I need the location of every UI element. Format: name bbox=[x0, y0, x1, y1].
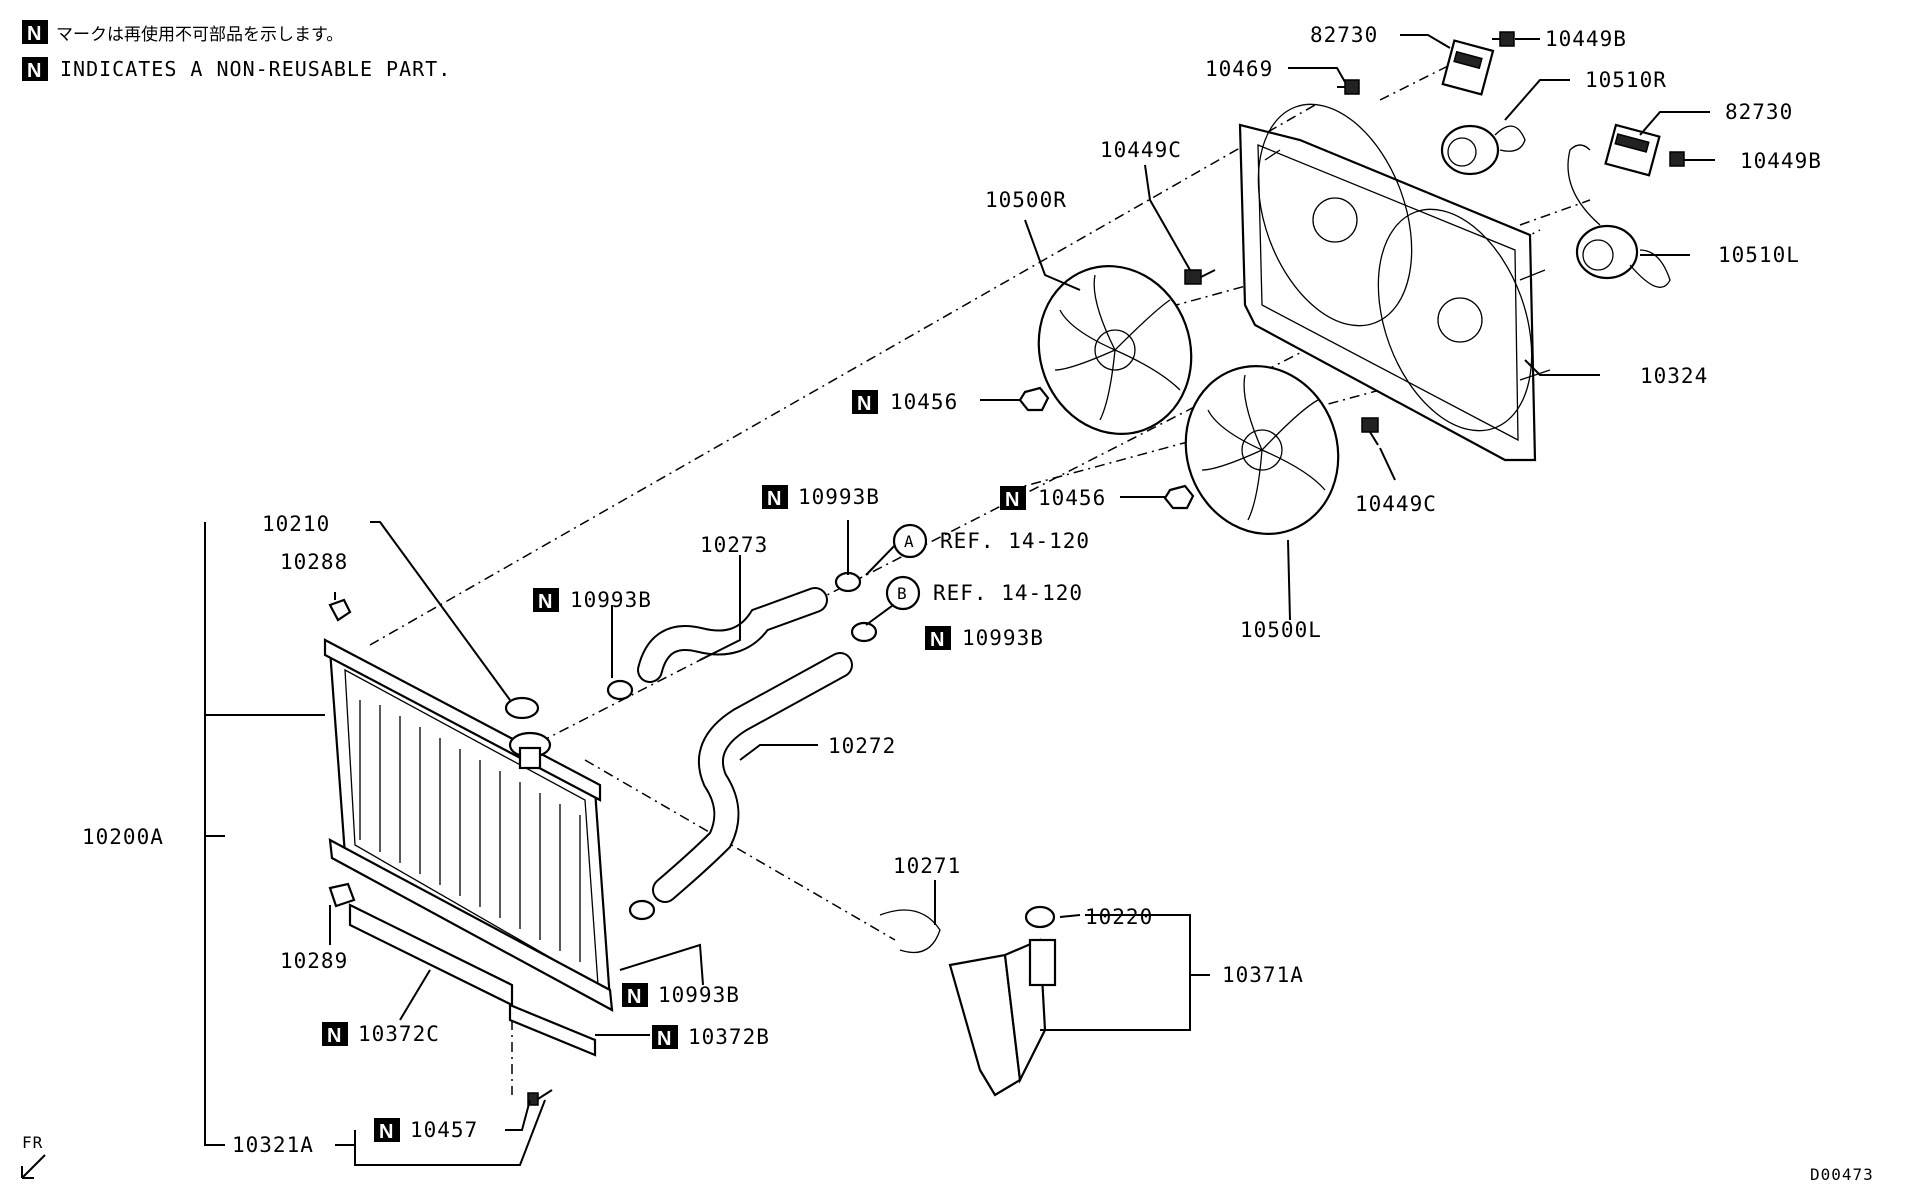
label-10324: 10324 bbox=[1640, 364, 1708, 388]
non-reusable-badge-icon bbox=[925, 626, 951, 650]
bolt-10449C-bottom bbox=[1361, 417, 1379, 446]
label-10288: 10288 bbox=[280, 550, 348, 574]
diagram-code: D00473 bbox=[1810, 1165, 1874, 1184]
reference-B-text: REF. 14-120 bbox=[933, 581, 1083, 605]
seal-10372B bbox=[508, 1003, 597, 1057]
radiator-cap-10210 bbox=[504, 696, 540, 720]
front-direction-marker: FR bbox=[21, 1133, 46, 1179]
part-labels: 82730 10449B 10469 10510R 82730 10449C 1… bbox=[82, 23, 1822, 1157]
bolt-10469 bbox=[1337, 79, 1360, 95]
reference-A-letter: A bbox=[904, 532, 915, 551]
non-reusable-badge-icon bbox=[762, 485, 788, 509]
reference-B-letter: B bbox=[897, 584, 908, 603]
front-arrow-icon bbox=[21, 1154, 46, 1179]
label-10993B-a: 10993B bbox=[798, 485, 880, 509]
legend-japanese-text: マークは再使用不可部品を示します。 bbox=[56, 24, 343, 45]
non-reusable-badge-icon bbox=[322, 1022, 348, 1046]
badge-letter: N bbox=[627, 986, 641, 1008]
hose-10272 bbox=[652, 652, 853, 903]
label-10210: 10210 bbox=[262, 512, 330, 536]
clamp-10993B-b bbox=[834, 571, 862, 593]
leader-lines bbox=[204, 34, 1715, 1166]
reserve-tank bbox=[879, 909, 1057, 1097]
badge-letter: N bbox=[379, 1121, 393, 1143]
reference-A-text: REF. 14-120 bbox=[940, 529, 1090, 553]
cushion-10289 bbox=[328, 882, 356, 908]
resistor-82730-top bbox=[1441, 39, 1495, 96]
label-10510L: 10510L bbox=[1718, 243, 1800, 267]
hose-10273 bbox=[637, 587, 828, 683]
label-10993B-d: 10993B bbox=[658, 983, 740, 1007]
clamp-10993B-d bbox=[628, 899, 656, 921]
non-reusable-badge-icon bbox=[622, 983, 648, 1007]
label-10272: 10272 bbox=[828, 734, 896, 758]
label-10289: 10289 bbox=[280, 949, 348, 973]
header-legend: N マークは再使用不可部品を示します。 N INDICATES A NON-RE… bbox=[22, 20, 451, 82]
clamp-10993B-a bbox=[606, 679, 634, 701]
label-10200A: 10200A bbox=[82, 825, 164, 849]
badge-letter: N bbox=[767, 488, 781, 510]
label-10372B: 10372B bbox=[688, 1025, 770, 1049]
label-10510R: 10510R bbox=[1585, 68, 1667, 92]
badge-letter: N bbox=[27, 60, 41, 82]
bolt-10449B-right bbox=[1669, 151, 1685, 167]
label-10993B-c: 10993B bbox=[962, 626, 1044, 650]
label-10372C: 10372C bbox=[358, 1022, 440, 1046]
fan-10500L bbox=[1184, 365, 1340, 535]
badge-letter: N bbox=[657, 1028, 671, 1050]
label-10220: 10220 bbox=[1085, 905, 1153, 929]
bolt-10449C-top bbox=[1184, 269, 1216, 285]
non-reusable-badge-icon bbox=[22, 57, 48, 81]
non-reusable-badge-icon bbox=[652, 1025, 678, 1049]
badge-letter: N bbox=[538, 591, 552, 613]
bolt-10449B-top bbox=[1492, 31, 1515, 47]
label-10456-top: 10456 bbox=[890, 390, 958, 414]
front-marker-text: FR bbox=[22, 1133, 43, 1152]
reference-B-circle bbox=[885, 575, 921, 611]
cushion-10288 bbox=[328, 598, 352, 622]
radiator bbox=[323, 638, 614, 1012]
reference-A-circle bbox=[892, 523, 928, 559]
nut-10456-top bbox=[1018, 386, 1050, 412]
label-10371A: 10371A bbox=[1222, 963, 1304, 987]
label-10449B-top: 10449B bbox=[1545, 27, 1627, 51]
resistor-82730-right bbox=[1604, 123, 1661, 177]
label-10457: 10457 bbox=[410, 1118, 478, 1142]
label-10456-mid: 10456 bbox=[1038, 486, 1106, 510]
label-10469: 10469 bbox=[1205, 57, 1273, 81]
badge-letter: N bbox=[27, 23, 41, 45]
drain-plug-10457 bbox=[527, 1089, 553, 1106]
label-10321A: 10321A bbox=[232, 1133, 314, 1157]
badge-letter: N bbox=[930, 629, 944, 651]
non-reusable-badge-icon bbox=[374, 1118, 400, 1142]
label-82730-top: 82730 bbox=[1310, 23, 1378, 47]
badge-letter: N bbox=[1005, 489, 1019, 511]
label-10273: 10273 bbox=[700, 533, 768, 557]
fan-shroud bbox=[1238, 103, 1551, 462]
label-10271: 10271 bbox=[893, 854, 961, 878]
non-reusable-badge-icon bbox=[533, 588, 559, 612]
label-10500L: 10500L bbox=[1240, 618, 1322, 642]
fan-motor-right bbox=[1440, 124, 1526, 176]
fan-motor-left bbox=[1567, 144, 1671, 288]
label-10993B-b: 10993B bbox=[570, 588, 652, 612]
reserve-cap-10220 bbox=[1024, 905, 1056, 929]
badge-letter: N bbox=[857, 393, 871, 415]
label-10449C-bottom: 10449C bbox=[1355, 492, 1437, 516]
label-10500R: 10500R bbox=[985, 188, 1067, 212]
non-reusable-badge-icon bbox=[22, 20, 48, 44]
nut-10456-mid bbox=[1163, 484, 1195, 510]
badge-letter: N bbox=[327, 1025, 341, 1047]
clamp-10993B-c bbox=[850, 621, 878, 643]
fan-10500R bbox=[1037, 265, 1193, 435]
legend-english-text: INDICATES A NON-REUSABLE PART. bbox=[60, 57, 451, 81]
non-reusable-badge-icon bbox=[1000, 486, 1026, 510]
label-10449C-top: 10449C bbox=[1100, 138, 1182, 162]
label-82730-right: 82730 bbox=[1725, 100, 1793, 124]
non-reusable-badge-icon bbox=[852, 390, 878, 414]
label-10449B-right: 10449B bbox=[1740, 149, 1822, 173]
